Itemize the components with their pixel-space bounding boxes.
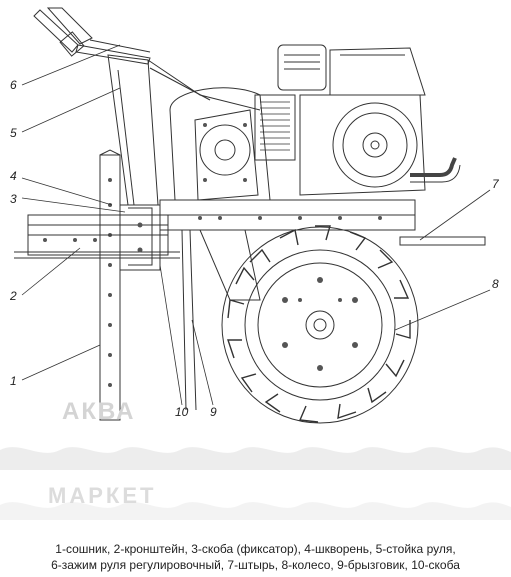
wheel xyxy=(221,225,419,424)
gearbox xyxy=(169,87,271,201)
part-number-9: 9 xyxy=(210,405,217,419)
watermark-wave xyxy=(0,447,511,520)
handle-bar xyxy=(33,7,151,65)
part-number-8: 8 xyxy=(492,277,499,291)
coulter xyxy=(99,149,121,421)
part-number-3: 3 xyxy=(10,192,17,206)
handle-column xyxy=(107,54,261,206)
leader-lines xyxy=(21,44,491,406)
legend-line-1: 1-сошник, 2-кронштейн, 3-скоба (фиксатор… xyxy=(55,542,456,556)
engine xyxy=(254,44,461,196)
pin xyxy=(399,236,486,246)
part-number-1: 1 xyxy=(10,374,17,388)
part-number-labels: 1 2 3 4 5 6 7 8 9 10 xyxy=(9,78,500,419)
part-number-4: 4 xyxy=(10,169,17,183)
frame xyxy=(159,199,416,411)
part-number-6: 6 xyxy=(10,78,17,92)
watermark-akva: АКВА xyxy=(62,398,136,425)
part-number-2: 2 xyxy=(9,289,17,303)
legend-line-2: 6-зажим руля регулировочный, 7-штырь, 8-… xyxy=(51,558,460,572)
part-number-10: 10 xyxy=(175,405,189,419)
part-number-7: 7 xyxy=(492,177,500,191)
hitch-bracket xyxy=(14,204,180,271)
watermark-market: МАРКЕТ xyxy=(48,483,157,508)
parts-legend: 1-сошник, 2-кронштейн, 3-скоба (фиксатор… xyxy=(0,541,511,573)
part-number-5: 5 xyxy=(10,126,17,140)
